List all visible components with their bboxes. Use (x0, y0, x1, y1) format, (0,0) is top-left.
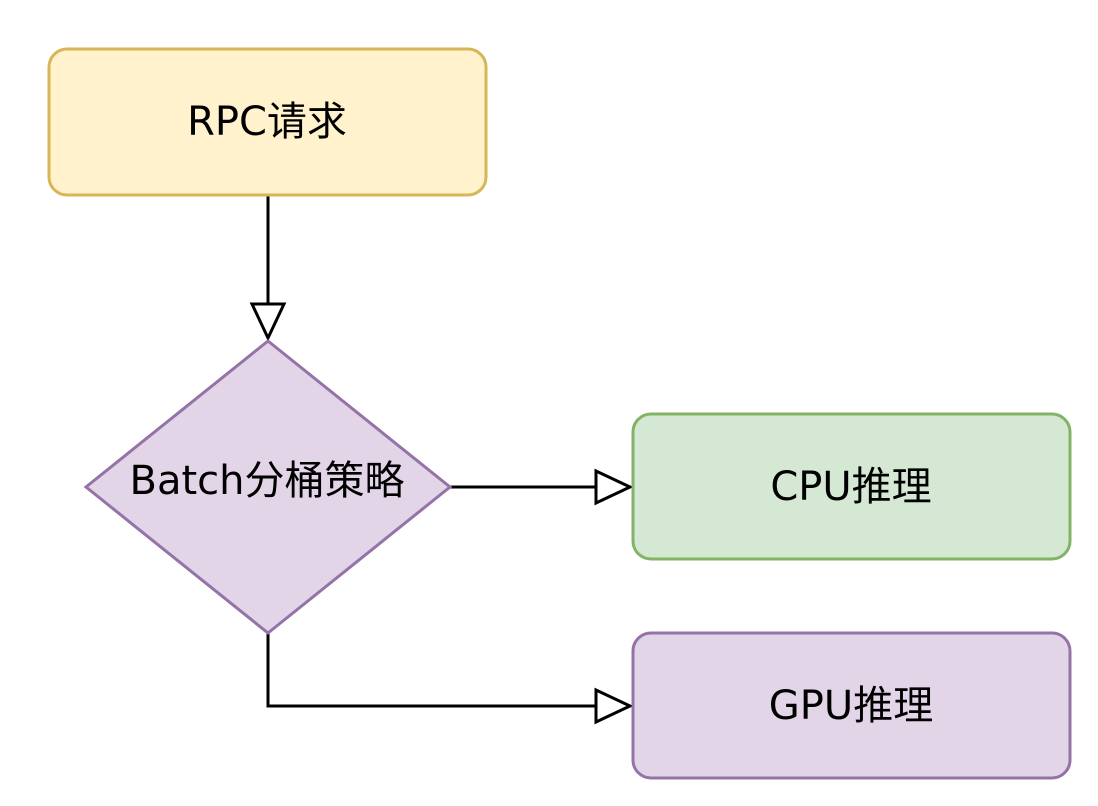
node-cpu-inference[interactable]: CPU推理 (631, 412, 1072, 561)
node-batch-strategy[interactable]: Batch分桶策略 (83, 339, 453, 635)
arrowhead-icon (249, 302, 287, 342)
node-rpc-request[interactable]: RPC请求 (47, 47, 488, 197)
node-gpu-inference-box (631, 631, 1072, 780)
node-cpu-inference-label: CPU推理 (770, 464, 931, 510)
edge-batch-to-gpu (266, 633, 634, 725)
node-batch-strategy-label: Batch分桶策略 (130, 458, 405, 504)
edge-batch-to-gpu-line (266, 633, 596, 708)
node-rpc-request-label: RPC请求 (187, 99, 347, 145)
arrowhead-icon (594, 687, 634, 725)
node-rpc-request-box (47, 47, 488, 197)
node-batch-strategy-diamond (83, 339, 453, 635)
node-gpu-inference-label: GPU推理 (769, 683, 933, 729)
arrowhead-icon (594, 468, 634, 506)
edge-rpc-to-batch (249, 196, 287, 342)
node-gpu-inference[interactable]: GPU推理 (631, 631, 1072, 780)
edge-batch-to-cpu (450, 468, 634, 506)
node-cpu-inference-box (631, 412, 1072, 561)
